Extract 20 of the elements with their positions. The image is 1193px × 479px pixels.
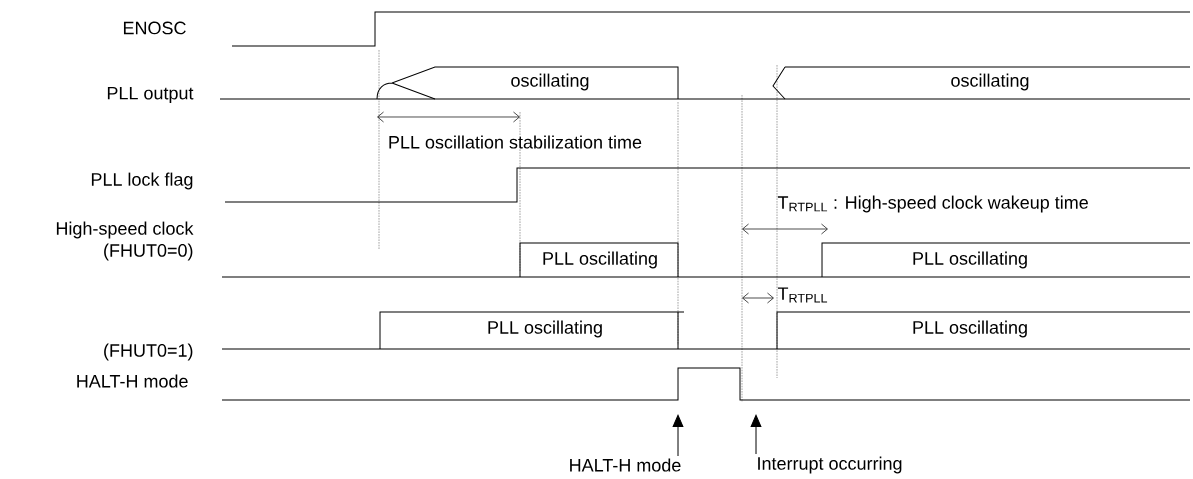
waveform-label: PLL oscillating <box>913 320 1027 338</box>
event-label: HALT-H mode <box>570 458 681 472</box>
waveform-label: PLL oscillating <box>913 251 1027 269</box>
signal-name: (FHUT0=1) <box>104 343 193 361</box>
arrow <box>672 414 684 457</box>
signal-name: HALT-H mode <box>77 374 188 388</box>
event-label: Interrupt occurring <box>758 456 902 474</box>
signal-name: High-speed clock <box>56 221 194 239</box>
waveform-label: oscillating <box>511 73 589 91</box>
signal-name: ENOSC <box>123 21 186 35</box>
dimension-label: PLL oscillation stabilization time <box>389 135 642 149</box>
arrow <box>750 414 762 455</box>
dimension-label: T$_{RTPLL}$ <box>777 287 828 303</box>
signal-name: PLL output <box>107 86 194 104</box>
waveform-label: PLL oscillating <box>543 251 657 269</box>
signal-name: (FHUT0=0) <box>104 243 193 261</box>
waveform-label: PLL oscillating <box>488 320 602 338</box>
dimension-label: T$_{RTPLL}$ : High-speed clock wakeup time <box>777 195 1088 213</box>
waveform-label: oscillating <box>951 73 1029 91</box>
signal-name: PLL lock flag <box>91 172 193 190</box>
